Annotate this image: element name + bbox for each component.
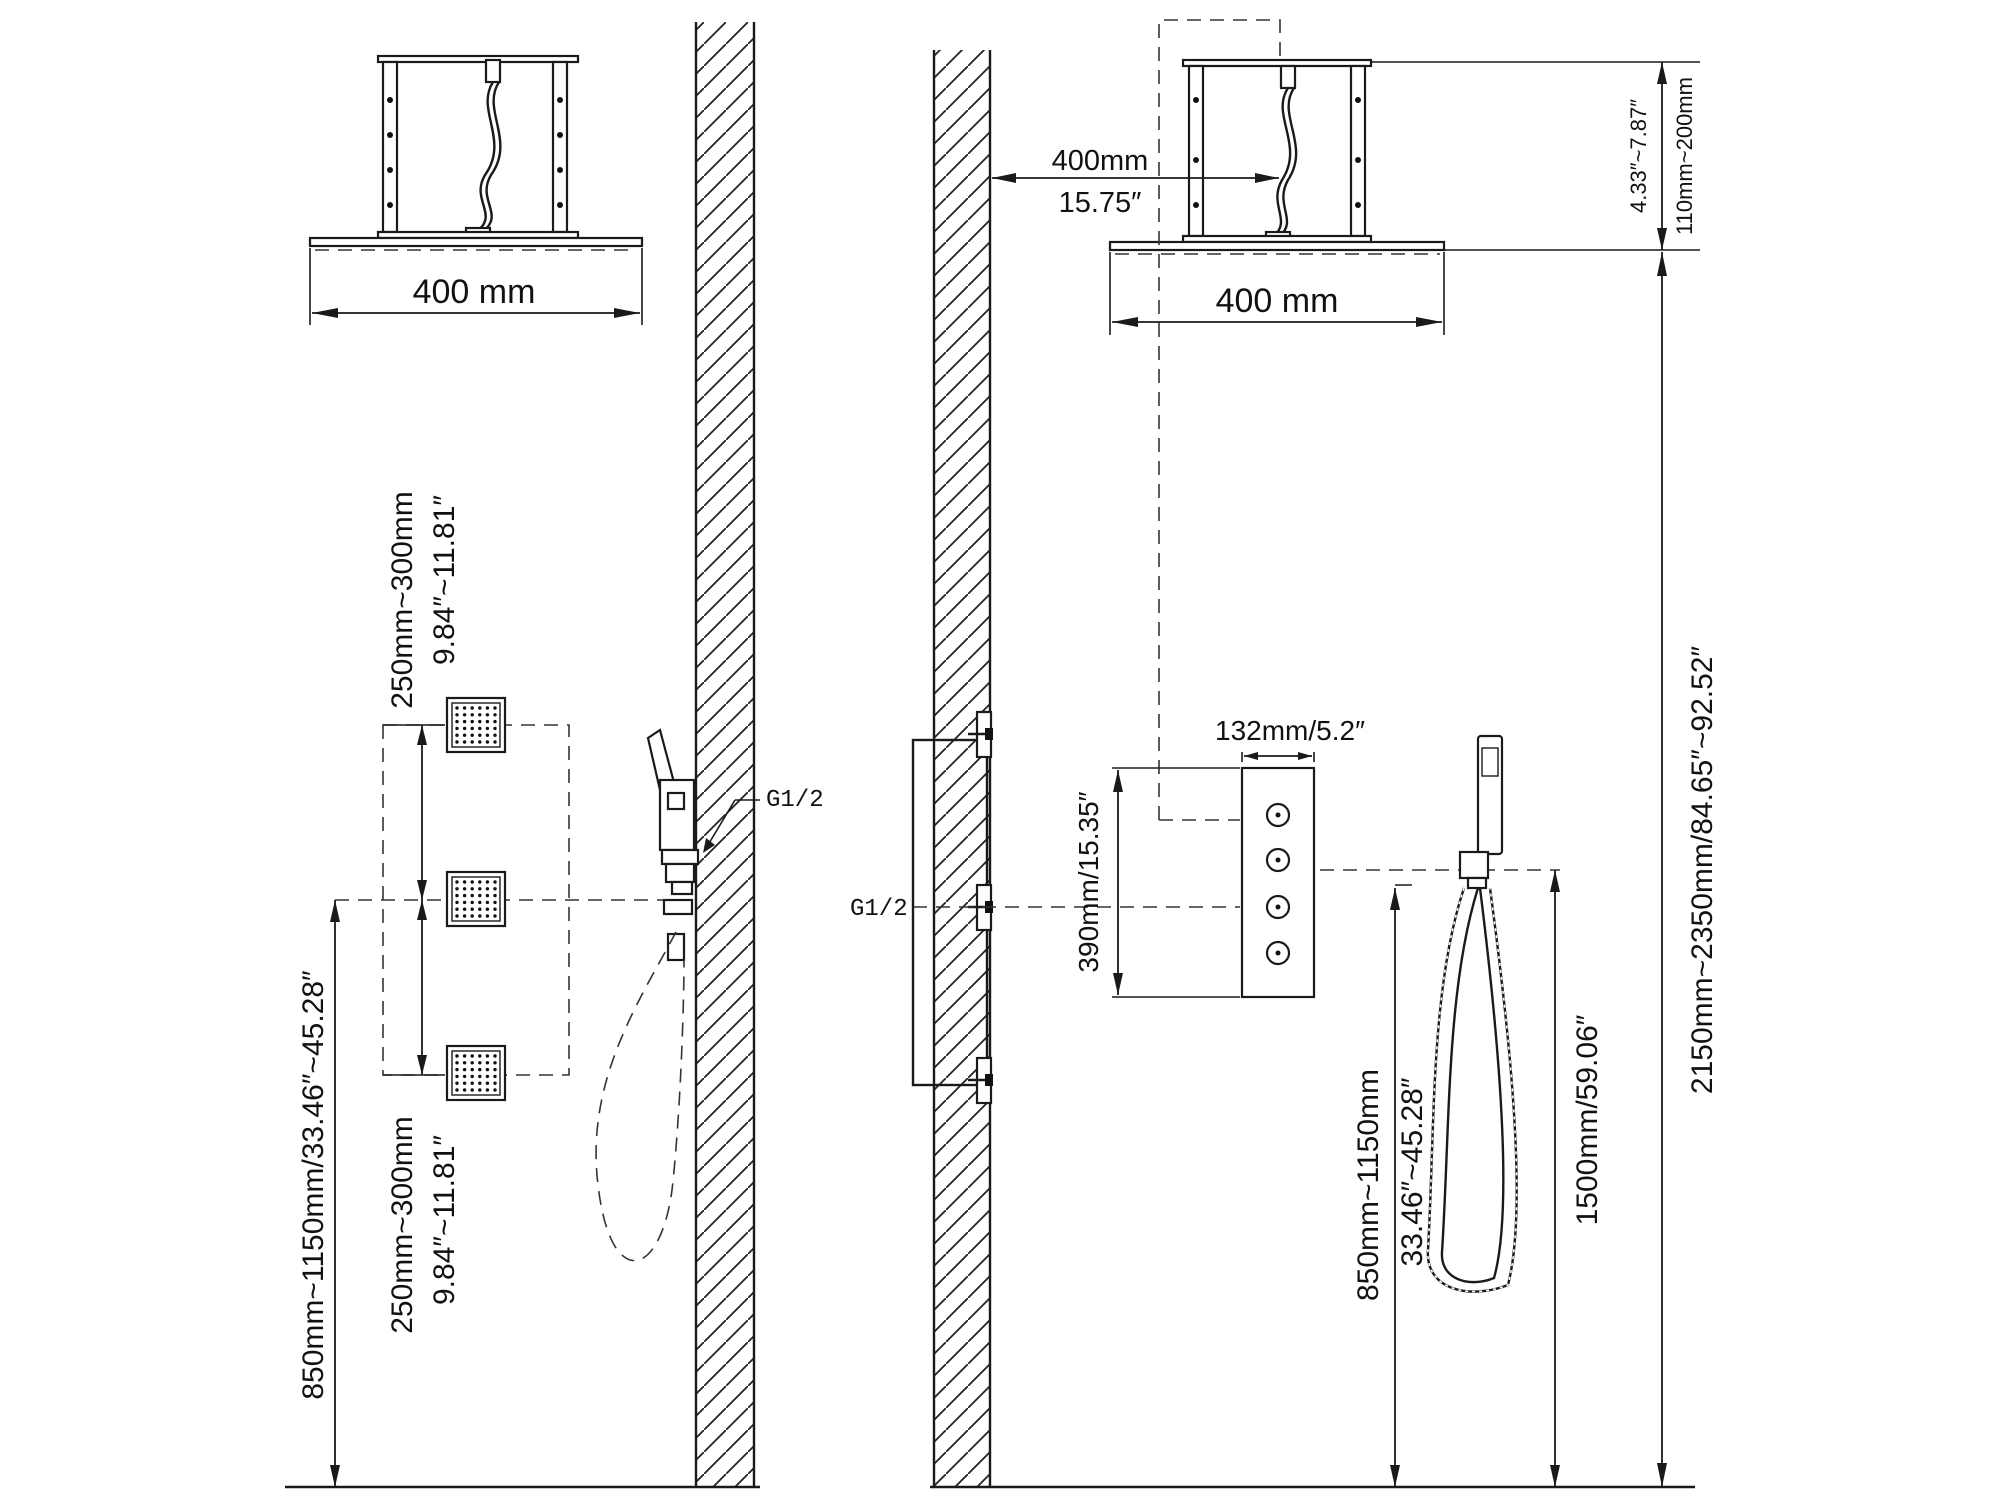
right-valve-height-mm-label: 850mm~1150mm xyxy=(1352,1069,1385,1301)
left-view-wall xyxy=(694,22,756,1487)
jet-spacing-dimension xyxy=(383,724,445,1076)
arm-height-dimension xyxy=(1371,61,1700,251)
body-jet-middle xyxy=(445,870,507,928)
total-height-dimension xyxy=(1657,252,1667,1487)
hand-shower-with-hose xyxy=(1426,734,1518,1293)
hand-shower-height-label: 1500mm/59.06″ xyxy=(1571,1014,1604,1225)
jet-spacing-bottom-mm: 250mm~300mm xyxy=(386,1116,419,1334)
jet-spacing-top-mm: 250mm~300mm xyxy=(386,491,419,709)
left-head-width-dimension xyxy=(309,248,643,325)
panel-height-dimension xyxy=(1112,767,1240,998)
left-valve-height-label: 850mm~1150mm/33.46″~45.28″ xyxy=(297,970,330,1400)
left-g12-callout xyxy=(703,799,760,853)
hand-shower-height-dimension xyxy=(1550,870,1560,1487)
right-view-wall xyxy=(932,50,992,1487)
wall-offset-dimension xyxy=(992,173,1279,183)
right-concealed-box xyxy=(911,710,1560,1105)
arm-height-in-label: 4.33″~7.87″ xyxy=(1626,99,1651,213)
left-thread-label: G1/2 xyxy=(766,787,824,814)
wall-offset-in-label: 15.75″ xyxy=(1059,187,1142,219)
panel-width-dimension xyxy=(1241,752,1315,762)
right-valve-height-dimension xyxy=(1390,884,1412,1487)
panel-height-label: 390mm/15.35″ xyxy=(1073,791,1104,972)
left-shower-head-assembly xyxy=(308,54,644,251)
right-valve-height-in-label: 33.46″~45.28″ xyxy=(1396,1077,1429,1266)
right-head-width-label: 400 mm xyxy=(1216,282,1339,320)
total-height-label: 2150mm~2350mm/84.65″~92.52″ xyxy=(1686,646,1719,1095)
body-jet-bottom xyxy=(445,1044,507,1102)
thermostatic-valve-panel xyxy=(1240,766,1316,999)
panel-width-label: 132mm/5.2″ xyxy=(1215,715,1365,746)
jet-spacing-top-in: 9.84″~11.81″ xyxy=(428,495,461,665)
right-supply-pipe-path xyxy=(1158,19,1281,821)
wall-offset-mm-label: 400mm xyxy=(1052,145,1149,177)
arm-height-mm-label: 110mm~200mm xyxy=(1672,77,1697,235)
left-valve-height-dimension xyxy=(330,900,340,1487)
right-head-width-dimension xyxy=(1109,252,1445,335)
body-jet-nozzle-grid xyxy=(455,706,497,1092)
jet-spacing-bottom-in: 9.84″~11.81″ xyxy=(428,1135,461,1305)
body-jet-top xyxy=(445,696,507,754)
left-head-width-label: 400 mm xyxy=(413,273,536,311)
right-thread-label: G1/2 xyxy=(850,896,908,923)
right-shower-head-assembly xyxy=(1108,58,1446,255)
left-valve-side-profile xyxy=(595,728,700,1262)
